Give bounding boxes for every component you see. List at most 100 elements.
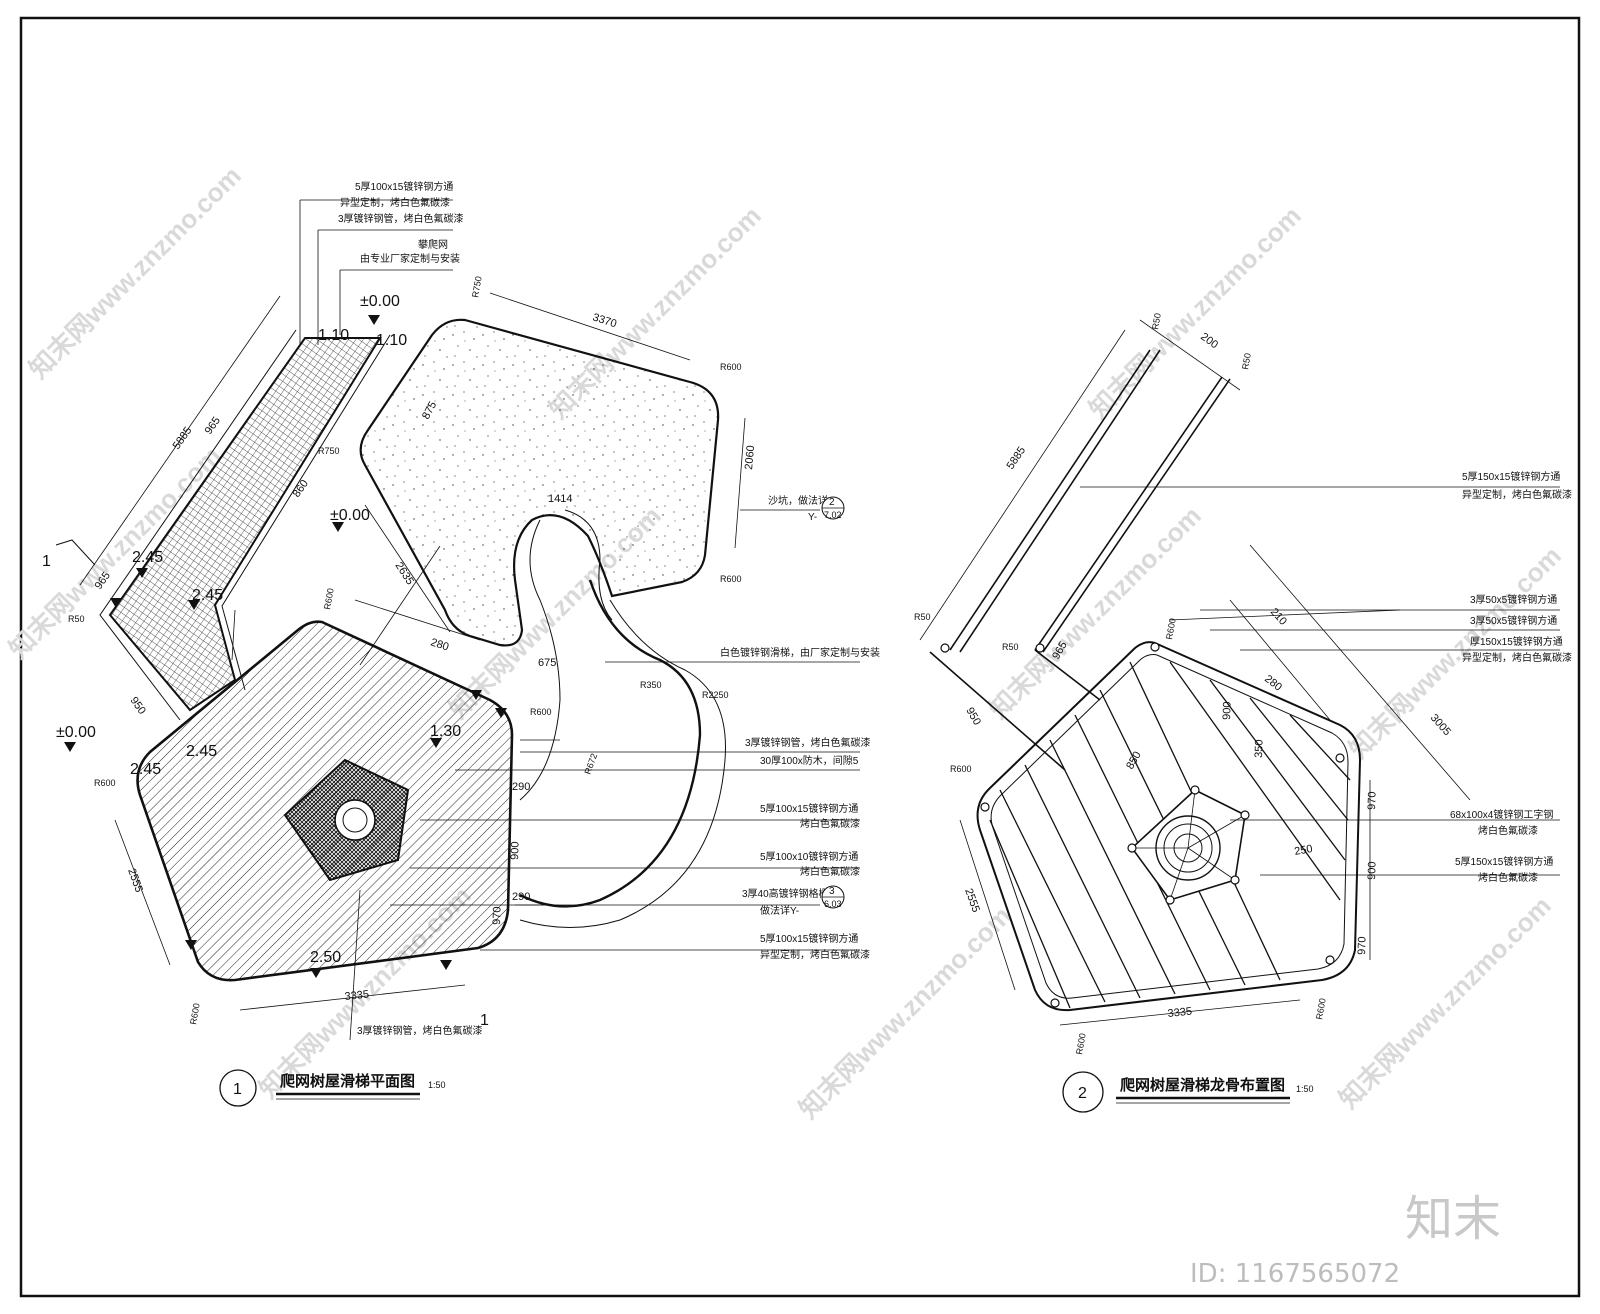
callout-text: 5厚100x15镀锌钢方通: [760, 932, 858, 945]
radius-label: R750: [318, 446, 340, 456]
radius-label: R750: [470, 275, 484, 298]
callout-text: 烤白色氟碳漆: [800, 865, 860, 878]
dimension-label: 860: [291, 478, 311, 500]
callout-text: 5厚100x15镀锌钢方通: [355, 180, 453, 193]
dimension-label: 970: [1366, 791, 1379, 810]
dimension-label: 290: [512, 781, 530, 793]
callout-text: 5厚100x15镀锌钢方通: [760, 802, 858, 815]
tree-trunk-inner: [342, 807, 368, 833]
plan2-number-bubble: [1062, 1071, 1104, 1113]
callout-text: 3厚镀锌钢管，烤白色氟碳漆: [745, 736, 871, 749]
callout-text: 5厚100x10镀锌钢方通: [760, 850, 858, 863]
watermark-text: 知末网www.znzmo.com: [983, 500, 1207, 724]
posts: [940, 642, 1345, 1008]
radius-label: R50: [1240, 352, 1253, 370]
dimension-label: 2555: [125, 867, 145, 894]
callout-text: 3厚50x5镀锌钢方通: [1470, 614, 1557, 627]
slide-loop: [564, 509, 613, 621]
radius-label: R600: [94, 778, 116, 788]
callout-text: 沙坑，做法详: [768, 494, 828, 507]
level-label: 1.10: [318, 327, 349, 344]
radius-label: R600: [950, 764, 972, 774]
dimension-label: 280: [429, 636, 450, 653]
plan2-scale: 1:50: [1296, 1084, 1314, 1094]
plan2-dimension-lines: [919, 319, 1471, 1026]
callout-text: 30厚100x防木，间隙5: [760, 754, 859, 767]
callout-text: 3厚镀锌钢管，烤白色氟碳漆: [357, 1024, 483, 1037]
dimension-label: 900: [1366, 861, 1379, 880]
plan2-number: 2: [1078, 1085, 1087, 1102]
level-label: 2.45: [186, 743, 217, 760]
ref-sheet: 7.02: [824, 510, 842, 520]
frame-deck-inner: [990, 654, 1349, 999]
section-label: 1: [42, 553, 51, 570]
dimension-label: 5885: [1005, 445, 1029, 472]
plan1-number-bubble: [219, 1069, 257, 1107]
core-spokes: [1132, 789, 1246, 901]
callout-text: 做法详Y-: [760, 904, 799, 917]
ramp-edge: [99, 329, 297, 721]
dimension-label: 250: [1293, 843, 1313, 858]
radius-label: R600: [1074, 1032, 1088, 1055]
radius-label: R600: [720, 362, 742, 372]
callout-text: 3厚镀锌钢管，烤白色氟碳漆: [338, 212, 464, 225]
callout-text: 异型定制，烤白色氟碳漆: [1462, 651, 1572, 664]
dimension-label: 1414: [548, 493, 572, 505]
dimension-label: 200: [1198, 331, 1220, 351]
ref-number: 3: [829, 886, 835, 897]
plan-1: 1 1 5厚100x15镀锌钢方通 异型定制，烤白色氟碳漆 3厚镀锌钢管，烤白色…: [42, 180, 880, 1107]
dimension-label: 850: [1124, 750, 1144, 772]
radius-label: R2250: [702, 690, 729, 700]
radius-label: R600: [720, 574, 742, 584]
radius-label: R350: [640, 680, 662, 690]
callout-text: 白色镀锌钢滑梯，由厂家定制与安装: [720, 646, 880, 659]
dimension-label: 965: [203, 415, 223, 437]
radius-label: R50: [1002, 642, 1019, 652]
plan1-leaders: [299, 199, 860, 1041]
level-label: ±0.00: [360, 293, 400, 310]
dimension-label: 900: [509, 841, 522, 860]
callout-text: 烤白色氟碳漆: [800, 817, 860, 830]
watermark-text: 知末网www.znzmo.com: [1333, 890, 1557, 1114]
dimension-label: 3005: [1428, 712, 1453, 738]
watermark-text: 知末网www.znzmo.com: [23, 160, 247, 384]
radius-label: R600: [1164, 617, 1178, 640]
plan2-title: 爬网树屋滑梯龙骨布置图: [1119, 1076, 1285, 1094]
callout-text: 由专业厂家定制与安装: [360, 252, 460, 265]
dimension-label: 970: [491, 906, 504, 925]
radius-label: R50: [914, 612, 931, 622]
dimension-label: 3370: [591, 311, 618, 330]
radius-label: R600: [188, 1002, 202, 1025]
dimension-label: 2060: [743, 445, 757, 470]
sheet-border: [19, 16, 1581, 1298]
frame-deck-outer: [976, 641, 1362, 1012]
ref-number: 2: [829, 497, 835, 508]
plan1-title: 爬网树屋滑梯平面图: [279, 1072, 415, 1090]
level-label: ±0.00: [330, 507, 370, 524]
plan1-level-markers: [64, 315, 507, 978]
level-label: 1.30: [430, 723, 461, 740]
level-label: 2.50: [310, 949, 341, 966]
dimension-label: 350: [1253, 739, 1266, 758]
callout-text: 烤白色氟碳漆: [1478, 824, 1538, 837]
level-label: ±0.00: [56, 724, 96, 741]
slide-inner: [519, 599, 726, 928]
ref-sheet: 6.03: [824, 899, 842, 909]
radius-label: R600: [1314, 997, 1328, 1020]
dimension-label: 290: [512, 891, 530, 903]
level-label: 2.45: [130, 761, 161, 778]
dimension-label: 210: [1268, 606, 1289, 628]
callout-text: 3厚50x5镀锌钢方通: [1470, 593, 1557, 606]
plan1-scale: 1:50: [428, 1080, 446, 1090]
dimension-label: 675: [538, 657, 556, 669]
dimension-label: 5885: [171, 425, 195, 452]
plan-2: 5厚150x15镀锌钢方通 异型定制，烤白色氟碳漆 3厚50x5镀锌钢方通 3厚…: [914, 312, 1572, 1113]
ref-sandpit: 2 7.02 Y-: [808, 496, 845, 523]
dimension-label: 2555: [962, 887, 982, 914]
dimension-label: 2635: [392, 560, 415, 587]
ramp-edge: [221, 334, 391, 691]
plan1-number: 1: [233, 1081, 242, 1098]
radius-label: R50: [68, 614, 85, 624]
dimension-label: 900: [1221, 701, 1234, 720]
dimension-label: 3335: [1167, 1005, 1193, 1019]
